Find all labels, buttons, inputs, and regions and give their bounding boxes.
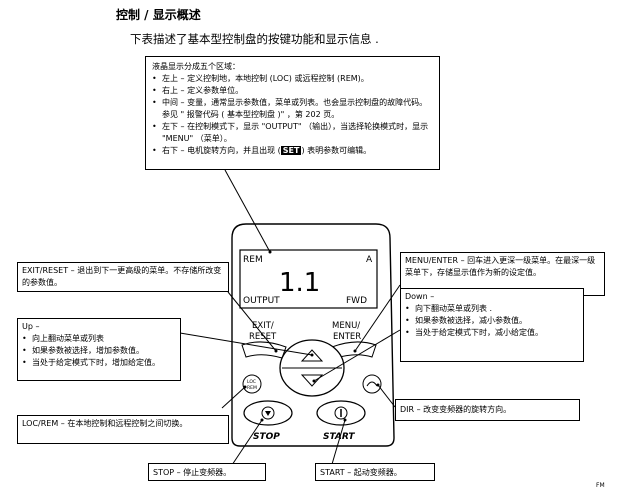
down-item: 当处于给定模式下时，减小给定值。 xyxy=(405,327,579,339)
leader-lines xyxy=(179,169,401,472)
up-item: 向上翻动菜单或列表 xyxy=(22,333,176,345)
loc-rem-key-text2: REM xyxy=(247,385,257,391)
up-callout: Up – 向上翻动菜单或列表 如果参数被选择，增加参数值。 当处于给定模式下时，… xyxy=(17,318,181,381)
loc-rem-callout: LOC/REM – 在本地控制和远程控制之间切换。 xyxy=(17,415,229,444)
lcd-unit-text: A xyxy=(366,255,373,265)
display-area-item: 左下 – 在控制模式下，显示 "OUTPUT" （输出），当选择轮换模式时，显示… xyxy=(152,121,433,145)
set-badge: SET xyxy=(280,146,302,155)
lcd-output-text: OUTPUT xyxy=(243,296,280,306)
page-title: 控制 / 显示概述 xyxy=(116,8,201,22)
down-callout: Down – 向下翻动菜单或列表 . 如果参数被选择，减小参数值。 当处于给定模… xyxy=(400,288,584,362)
up-arrow-icon[interactable] xyxy=(300,349,324,362)
exit-reset-callout: EXIT/RESET – 退出到下一更高级的菜单。不存储所改变的参数值。 xyxy=(17,262,229,292)
dir-callout: DIR – 改变变频器的旋转方向。 xyxy=(395,399,580,421)
intro-text: 下表描述了基本型控制盘的按键功能和显示信息 . xyxy=(130,32,379,46)
lcd-fwd-text: FWD xyxy=(346,296,367,306)
start-label: START xyxy=(323,432,355,442)
up-item: 当处于给定模式下时，增加给定值。 xyxy=(22,357,176,369)
lcd-screen xyxy=(239,249,378,309)
display-area-item: 右下 – 电机旋转方向，并且出现 (SET) 表明参数可编辑。 xyxy=(152,145,433,157)
dir-icon xyxy=(366,381,378,387)
down-item: 向下翻动菜单或列表 . xyxy=(405,303,579,315)
down-arrow-icon[interactable] xyxy=(300,374,324,387)
dir-key[interactable] xyxy=(362,374,382,394)
lcd-value-text: 1.1 xyxy=(279,268,320,298)
lcd-rem-text: REM xyxy=(243,255,263,265)
exit-label-line2: RESET xyxy=(249,332,277,342)
loc-rem-key[interactable] xyxy=(242,374,262,394)
down-item: 如果参数被选择，减小参数值。 xyxy=(405,315,579,327)
menu-label-line2: ENTER xyxy=(333,332,361,342)
display-area-item: 右上 – 定义参数单位。 xyxy=(152,85,433,97)
up-item: 如果参数被选择，增加参数值。 xyxy=(22,345,176,357)
loc-rem-key-text1: LOC xyxy=(247,379,256,385)
menu-label-line1: MENU/ xyxy=(332,321,360,331)
display-area-item: 中间 – 变量，通常显示参数值，菜单或列表。也会显示控制盘的故障代码。参见 " … xyxy=(152,97,433,121)
start-callout: START – 起动变频器。 xyxy=(315,463,435,481)
stop-label: STOP xyxy=(253,432,280,442)
exit-label-line1: EXIT/ xyxy=(252,321,274,331)
stop-callout: STOP – 停止变频器。 xyxy=(148,463,266,481)
display-areas-box: 液晶显示分成五个区域： 左上 – 定义控制地，本地控制 (LOC) 或远程控制 … xyxy=(145,56,440,170)
footer-mark: FM xyxy=(596,482,605,489)
display-areas-heading: 液晶显示分成五个区域： xyxy=(152,62,240,71)
display-area-item: 左上 – 定义控制地，本地控制 (LOC) 或远程控制 (REM)。 xyxy=(152,73,433,85)
